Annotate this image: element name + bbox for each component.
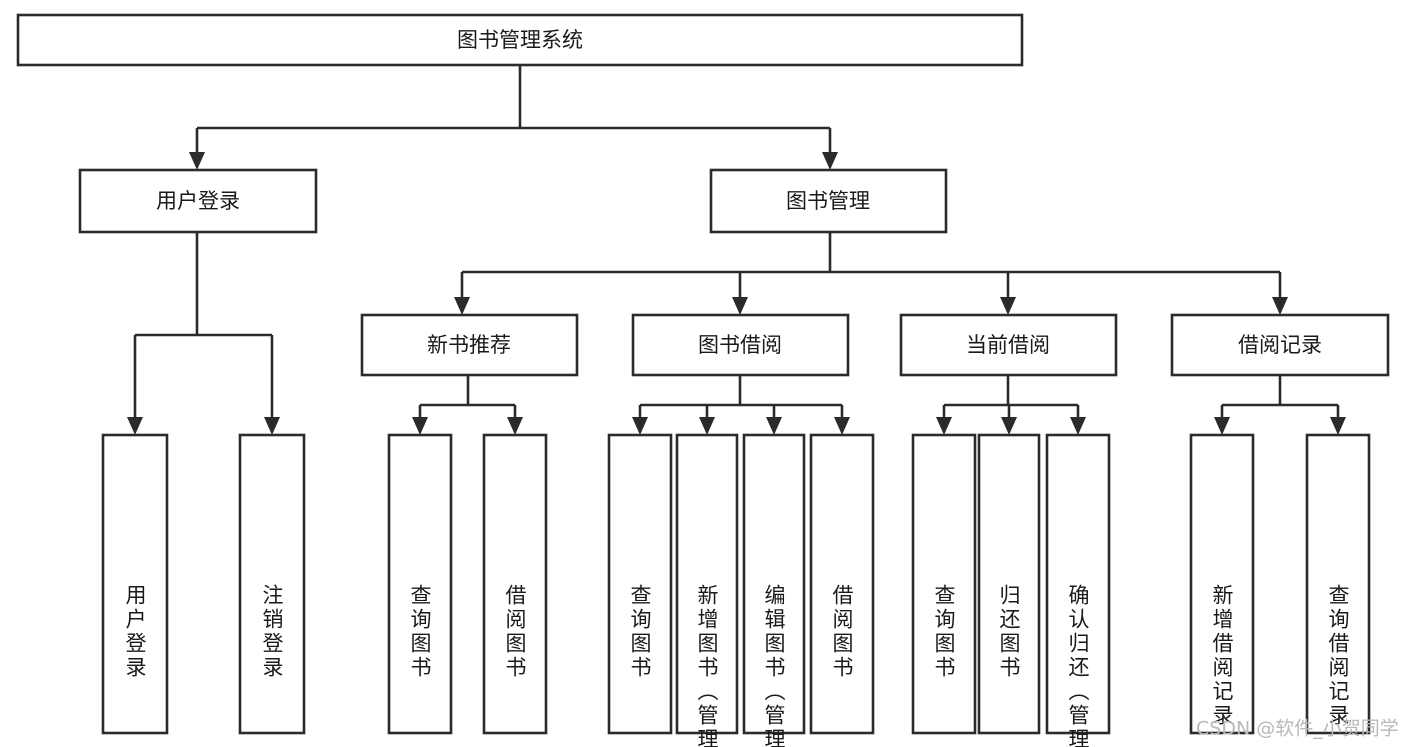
leaf-borrow-book-2-label: 借阅图书 (830, 584, 854, 680)
leaf-user-login[interactable]: 用户登录 (101, 433, 169, 735)
connector-root-to-level2 (189, 65, 838, 170)
node-borrow-record-box[interactable] (1170, 313, 1390, 377)
leaf-query-book-2[interactable]: 查询图书 (607, 433, 673, 735)
arrow-leaf-user-logout (264, 417, 280, 435)
leaf-query-record[interactable]: 查询借阅记录 (1305, 433, 1371, 735)
watermark-label: CSDN @软件_小贺同学 (1196, 718, 1399, 740)
connector-newbookrec-to-leaves (412, 375, 523, 435)
leaf-query-book-3-box[interactable] (911, 433, 977, 735)
arrow-book-manage (822, 152, 838, 170)
leaf-user-logout-label: 注销登录 (260, 584, 284, 680)
arrow-query-book-2 (632, 417, 648, 435)
node-current-borrow-box[interactable] (899, 313, 1118, 377)
arrow-borrow-book-1 (507, 417, 523, 435)
leaf-add-book-label: 新增图书（管理员） (695, 584, 719, 747)
leaf-user-login-box[interactable] (101, 433, 169, 735)
leaf-borrow-book-2[interactable]: 借阅图书 (809, 433, 875, 735)
connector-bookborrow-to-leaves (632, 375, 850, 435)
node-borrow-record-label: 借阅记录 (1238, 333, 1322, 357)
node-book-manage-box[interactable] (709, 168, 948, 234)
arrow-leaf-user-login (127, 417, 143, 435)
node-book-borrow-label: 图书借阅 (698, 333, 782, 357)
leaf-borrow-book-1[interactable]: 借阅图书 (482, 433, 548, 735)
arrow-return-book (1001, 417, 1017, 435)
node-user-login-box[interactable] (78, 168, 318, 234)
arrow-query-book-1 (412, 417, 428, 435)
leaf-query-record-label: 查询借阅记录 (1326, 584, 1350, 728)
arrow-book-borrow (732, 297, 748, 315)
leaf-confirm-return[interactable]: 确认归还（管理员） (1045, 433, 1111, 747)
leaf-return-book[interactable]: 归还图书 (977, 433, 1041, 735)
node-borrow-record[interactable]: 借阅记录 (1170, 313, 1390, 377)
node-user-login[interactable]: 用户登录 (78, 168, 318, 234)
node-book-borrow-box[interactable] (631, 313, 850, 377)
arrow-query-book-3 (936, 417, 952, 435)
leaf-query-book-1[interactable]: 查询图书 (387, 433, 453, 735)
connector-borrowrecord-to-leaves (1214, 375, 1346, 435)
leaf-add-book[interactable]: 新增图书（管理员） (675, 433, 739, 747)
connector-bookmanage-to-level3 (454, 232, 1288, 315)
leaf-query-book-3[interactable]: 查询图书 (911, 433, 977, 735)
leaf-borrow-book-2-box[interactable] (809, 433, 875, 735)
connector-currentborrow-to-leaves (936, 375, 1086, 435)
leaf-user-login-label: 用户登录 (123, 584, 147, 680)
node-current-borrow[interactable]: 当前借阅 (899, 313, 1118, 377)
arrow-add-book (699, 417, 715, 435)
leaf-edit-book-label: 编辑图书（管理员） (762, 584, 786, 747)
arrow-borrow-book-2 (834, 417, 850, 435)
arrow-new-book-rec (454, 297, 470, 315)
arrow-query-record (1330, 417, 1346, 435)
leaf-query-book-3-label: 查询图书 (932, 584, 956, 680)
arrow-user-login (189, 152, 205, 170)
node-new-book-rec[interactable]: 新书推荐 (360, 313, 579, 377)
arrow-edit-book (766, 417, 782, 435)
arrow-confirm-return (1070, 417, 1086, 435)
node-book-manage-label: 图书管理 (786, 189, 870, 213)
leaf-user-logout[interactable]: 注销登录 (238, 433, 306, 735)
leaf-borrow-book-1-label: 借阅图书 (503, 584, 527, 680)
leaf-query-book-1-label: 查询图书 (408, 584, 432, 680)
leaf-add-record[interactable]: 新增借阅记录 (1189, 433, 1255, 735)
leaf-query-record-box[interactable] (1305, 433, 1371, 735)
arrow-current-borrow (1000, 297, 1016, 315)
leaf-add-record-box[interactable] (1189, 433, 1255, 735)
leaf-confirm-return-box[interactable] (1045, 433, 1111, 735)
leaf-return-book-label: 归还图书 (997, 584, 1021, 680)
node-current-borrow-label: 当前借阅 (966, 333, 1050, 357)
leaf-add-record-label: 新增借阅记录 (1210, 584, 1234, 728)
leaf-return-book-box[interactable] (977, 433, 1041, 735)
leaf-borrow-book-1-box[interactable] (482, 433, 548, 735)
node-book-borrow[interactable]: 图书借阅 (631, 313, 850, 377)
node-user-login-label: 用户登录 (156, 189, 240, 213)
node-new-book-rec-label: 新书推荐 (427, 333, 511, 357)
leaf-add-book-box[interactable] (675, 433, 739, 735)
node-root-box[interactable] (16, 13, 1024, 67)
leaf-edit-book[interactable]: 编辑图书（管理员） (742, 433, 806, 747)
leaf-user-logout-box[interactable] (238, 433, 306, 735)
leaf-query-book-1-box[interactable] (387, 433, 453, 735)
arrow-borrow-record (1272, 297, 1288, 315)
leaf-edit-book-box[interactable] (742, 433, 806, 735)
leaf-confirm-return-label: 确认归还（管理员） (1066, 584, 1090, 747)
node-book-manage[interactable]: 图书管理 (709, 168, 948, 234)
node-new-book-rec-box[interactable] (360, 313, 579, 377)
node-root-label: 图书管理系统 (457, 28, 583, 52)
connector-userlogin-to-leaves (127, 232, 280, 435)
leaf-query-book-2-label: 查询图书 (628, 584, 652, 680)
arrow-add-record (1214, 417, 1230, 435)
leaf-query-book-2-box[interactable] (607, 433, 673, 735)
node-root[interactable]: 图书管理系统 (16, 13, 1024, 67)
